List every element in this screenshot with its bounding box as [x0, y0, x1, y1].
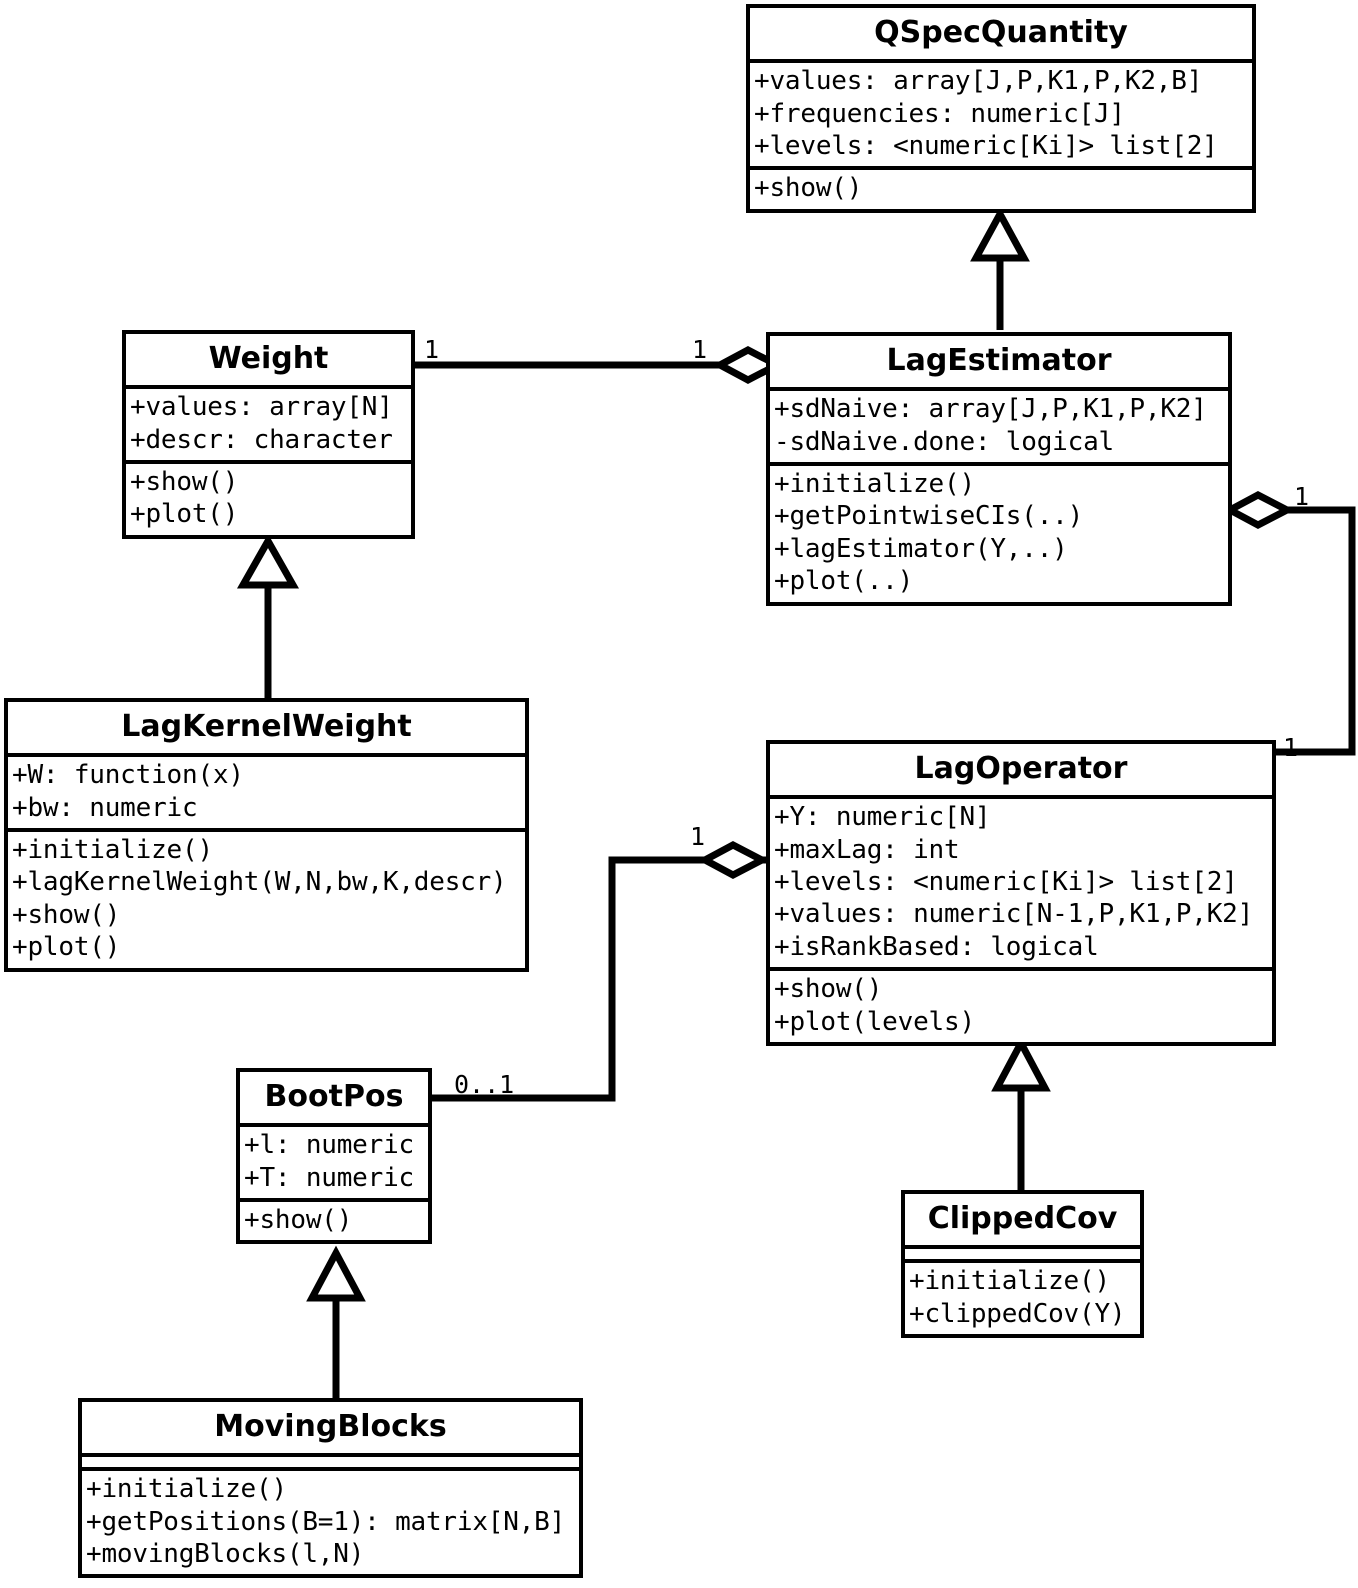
- generalization-lagestimator-to-qspecquantity: [970, 206, 1030, 330]
- method: +initialize(): [86, 1474, 287, 1505]
- attribute: +T: numeric: [244, 1162, 414, 1193]
- attribute: +sdNaive: array[J,P,K1,P,K2]: [774, 394, 1207, 425]
- attribute: +bw: numeric: [12, 792, 198, 823]
- method: +show(): [130, 467, 239, 498]
- aggregation-lagestimator-lagoperator: [1222, 491, 1356, 756]
- generalization-movingblocks-to-bootpos: [306, 1245, 366, 1398]
- methods-compartment-lagoperator: +show() +plot(levels): [770, 967, 1272, 1042]
- method: +lagEstimator(Y,..): [774, 533, 1068, 564]
- attribute: +frequencies: numeric[J]: [754, 98, 1125, 129]
- attributes-compartment-lagestimator: +sdNaive: array[J,P,K1,P,K2] -sdNaive.do…: [770, 387, 1228, 462]
- multiplicity-weight-end: 1: [424, 335, 440, 364]
- methods-compartment-weight: +show() +plot(): [126, 460, 411, 535]
- multiplicity-lagestimator-weight-end: 1: [692, 335, 708, 364]
- attributes-compartment-lagoperator: +Y: numeric[N] +maxLag: int +levels: <nu…: [770, 795, 1272, 967]
- attribute: +maxLag: int: [774, 834, 960, 865]
- attribute: +levels: <numeric[Ki]> list[2]: [774, 867, 1238, 898]
- attribute: +levels: <numeric[Ki]> list[2]: [754, 131, 1218, 162]
- method: +plot(): [12, 932, 121, 963]
- methods-compartment-bootpos: +show(): [240, 1198, 428, 1240]
- method: +plot(..): [774, 566, 914, 597]
- attribute: -sdNaive.done: logical: [774, 426, 1114, 457]
- method: +plot(): [130, 499, 239, 530]
- attribute: +descr: character: [130, 424, 393, 455]
- method: +getPositions(B=1): matrix[N,B]: [86, 1506, 566, 1537]
- attribute: +values: numeric[N-1,P,K1,P,K2]: [774, 899, 1254, 930]
- attributes-compartment-clippedcov: [905, 1245, 1140, 1259]
- aggregation-weight-lagestimator: [415, 346, 785, 384]
- class-box-lagoperator[interactable]: LagOperator +Y: numeric[N] +maxLag: int …: [766, 740, 1276, 1046]
- method: +initialize(): [12, 835, 213, 866]
- multiplicity-bootpos-end: 0..1: [454, 1070, 515, 1099]
- attribute: +l: numeric: [244, 1130, 414, 1161]
- method: +movingBlocks(l,N): [86, 1539, 365, 1570]
- method: +getPointwiseCIs(..): [774, 501, 1084, 532]
- class-name-qspecquantity: QSpecQuantity: [874, 15, 1128, 50]
- attributes-compartment-qspecquantity: +values: array[J,P,K1,P,K2,B] +frequenci…: [750, 59, 1252, 166]
- methods-compartment-lagestimator: +initialize() +getPointwiseCIs(..) +lagE…: [770, 462, 1228, 601]
- attribute: +isRankBased: logical: [774, 931, 1099, 962]
- multiplicity-lagestimator-right-end: 1: [1294, 482, 1310, 511]
- generalization-clippedcov-to-lagoperator: [991, 1035, 1051, 1190]
- method: +clippedCov(Y): [909, 1298, 1126, 1329]
- class-name-lagoperator: LagOperator: [914, 751, 1128, 786]
- method: +show(): [244, 1205, 353, 1236]
- attribute: +values: array[N]: [130, 392, 393, 423]
- attributes-compartment-movingblocks: [82, 1453, 579, 1467]
- class-name-bootpos: BootPos: [264, 1079, 404, 1114]
- class-box-clippedcov[interactable]: ClippedCov +initialize() +clippedCov(Y): [901, 1190, 1144, 1339]
- attribute: +Y: numeric[N]: [774, 802, 991, 833]
- class-name-clippedcov: ClippedCov: [927, 1201, 1118, 1236]
- class-name-weight: Weight: [208, 341, 329, 376]
- attributes-compartment-weight: +values: array[N] +descr: character: [126, 385, 411, 460]
- methods-compartment-qspecquantity: +show(): [750, 166, 1252, 208]
- class-box-movingblocks[interactable]: MovingBlocks +initialize() +getPositions…: [78, 1398, 583, 1579]
- class-name-movingblocks: MovingBlocks: [214, 1409, 447, 1444]
- attributes-compartment-bootpos: +l: numeric +T: numeric: [240, 1123, 428, 1198]
- multiplicity-lagoperator-right-end: 1: [1283, 733, 1299, 762]
- class-box-weight[interactable]: Weight +values: array[N] +descr: charact…: [122, 330, 415, 539]
- class-box-qspecquantity[interactable]: QSpecQuantity +values: array[J,P,K1,P,K2…: [746, 4, 1256, 213]
- class-name-lagestimator: LagEstimator: [886, 343, 1112, 378]
- method: +initialize(): [909, 1266, 1110, 1297]
- method: +initialize(): [774, 469, 975, 500]
- generalization-lagkernelweight-to-weight: [236, 533, 300, 698]
- methods-compartment-clippedcov: +initialize() +clippedCov(Y): [905, 1259, 1140, 1334]
- class-box-lagestimator[interactable]: LagEstimator +sdNaive: array[J,P,K1,P,K2…: [766, 332, 1232, 606]
- attribute: +values: array[J,P,K1,P,K2,B]: [754, 66, 1203, 97]
- attributes-compartment-lagkernelweight: +W: function(x) +bw: numeric: [8, 753, 525, 828]
- multiplicity-lagoperator-left-end: 1: [690, 822, 706, 851]
- method: +show(): [774, 974, 883, 1005]
- class-box-lagkernelweight[interactable]: LagKernelWeight +W: function(x) +bw: num…: [4, 698, 529, 972]
- method: +lagKernelWeight(W,N,bw,K,descr): [12, 867, 507, 898]
- class-name-lagkernelweight: LagKernelWeight: [121, 709, 412, 744]
- method: +plot(levels): [774, 1006, 975, 1037]
- attribute: +W: function(x): [12, 760, 244, 791]
- class-box-bootpos[interactable]: BootPos +l: numeric +T: numeric +show(): [236, 1068, 432, 1245]
- methods-compartment-movingblocks: +initialize() +getPositions(B=1): matrix…: [82, 1467, 579, 1574]
- method: +show(): [12, 899, 121, 930]
- methods-compartment-lagkernelweight: +initialize() +lagKernelWeight(W,N,bw,K,…: [8, 828, 525, 967]
- method: +show(): [754, 173, 863, 204]
